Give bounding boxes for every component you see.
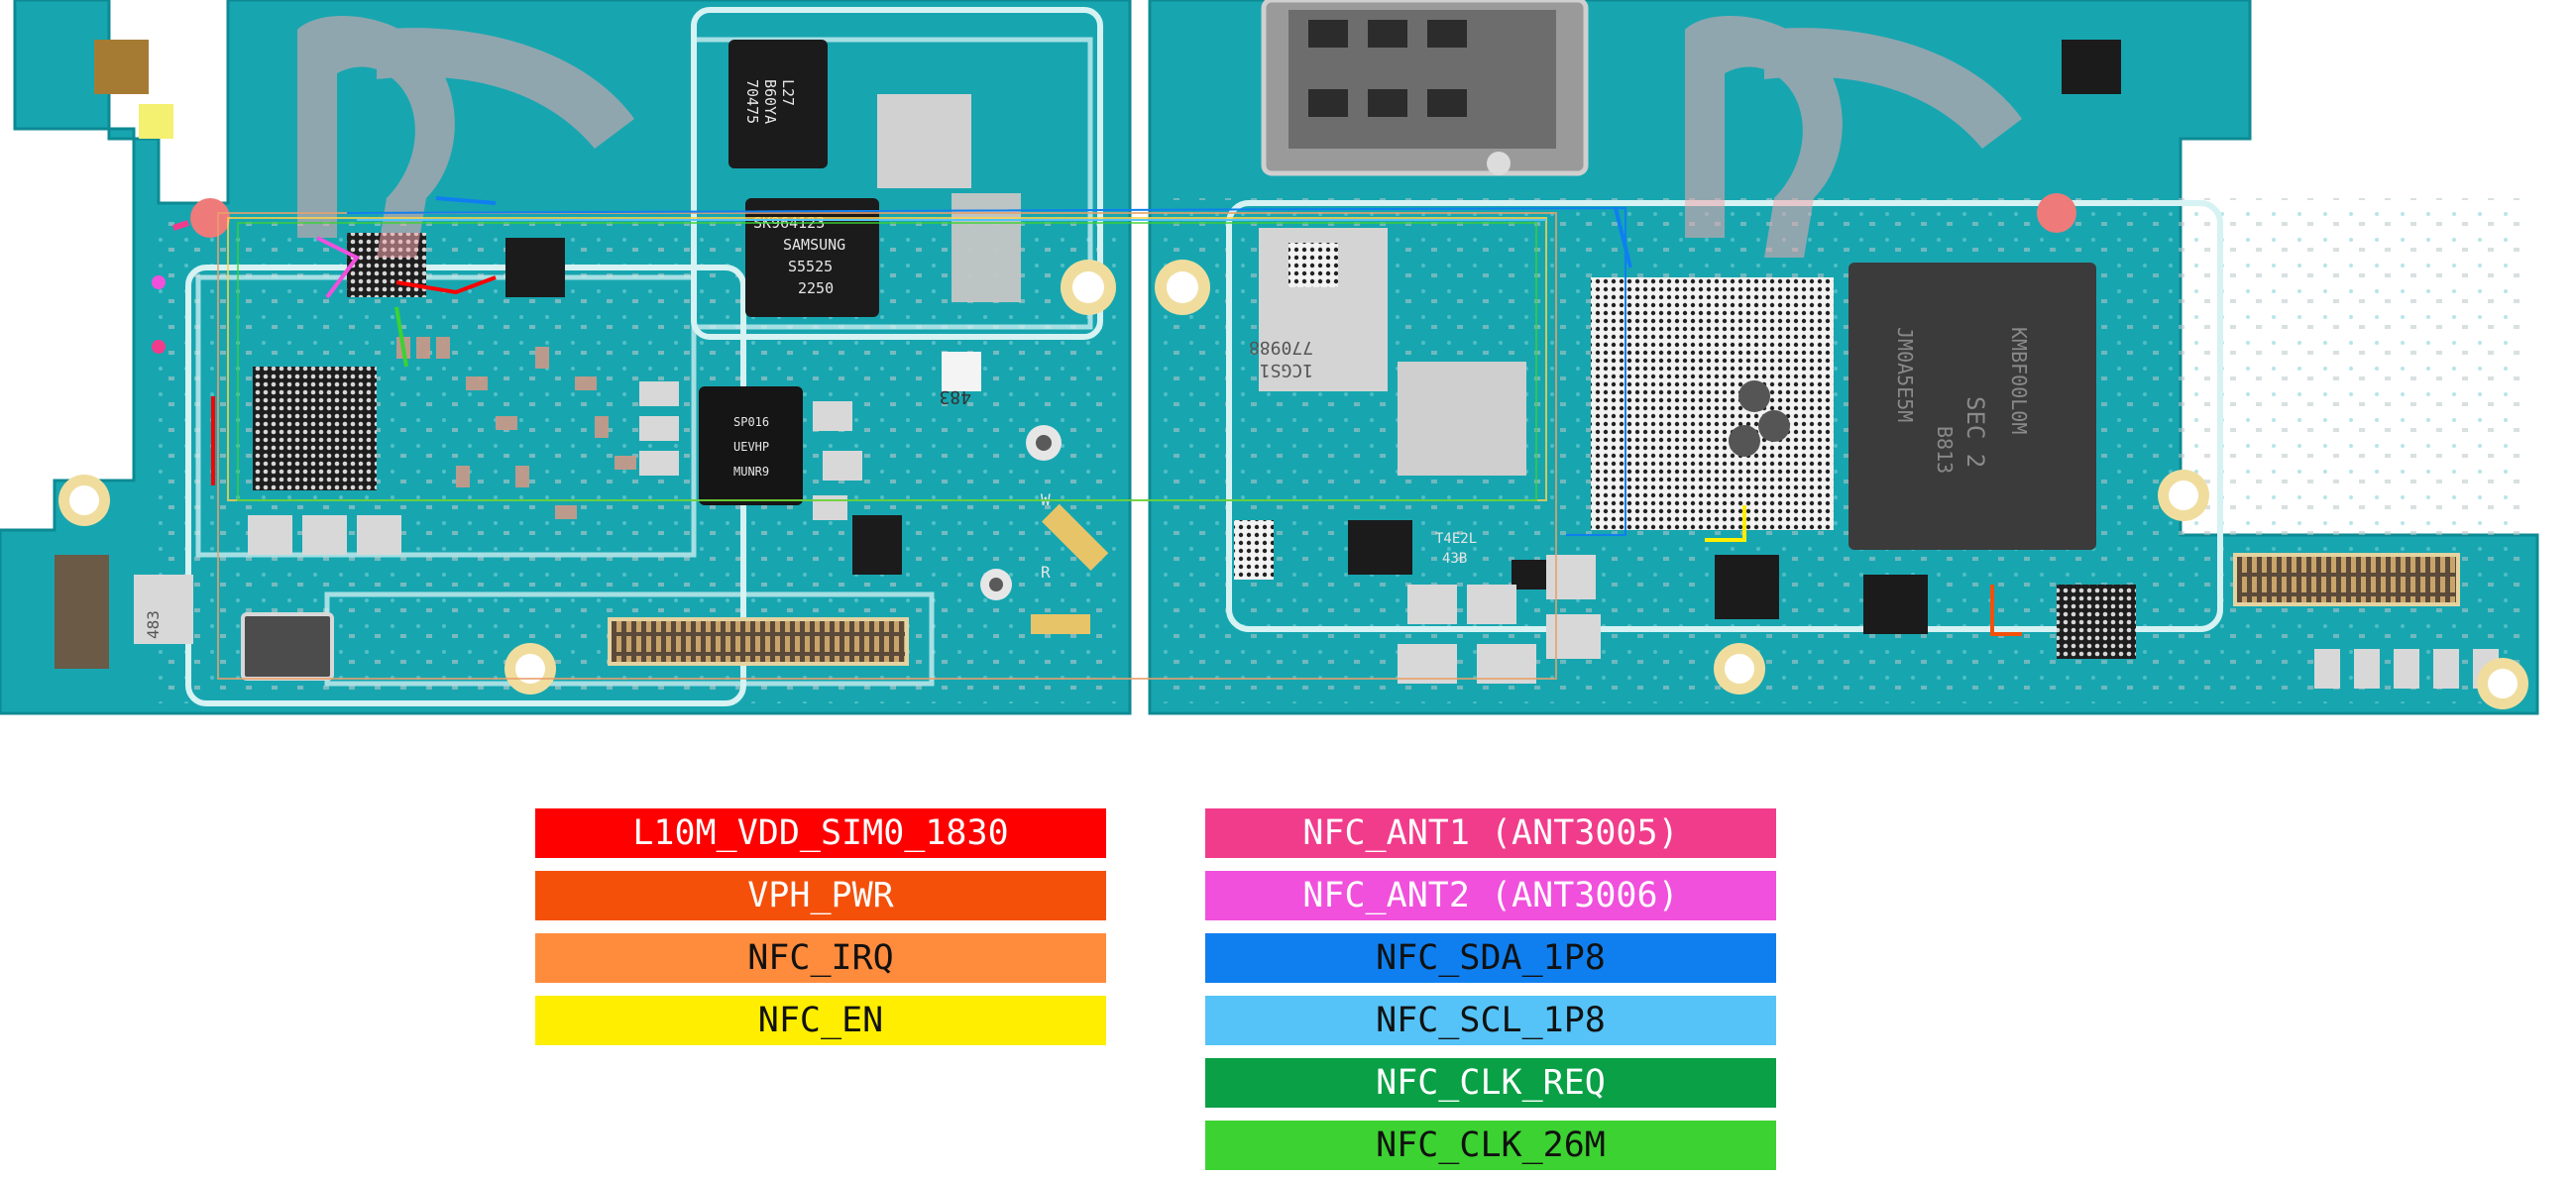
legend-item-nfc-irq: NFC_IRQ — [535, 933, 1106, 983]
legend-label: NFC_CLK_26M — [1376, 1125, 1606, 1165]
chip-label: SEC 2 — [1961, 396, 1989, 468]
chip-label: 2250 — [798, 279, 834, 297]
chip-label: L27 — [779, 79, 797, 106]
legend-item-nfc-clk-26m: NFC_CLK_26M — [1205, 1121, 1776, 1170]
legend-label: NFC_IRQ — [747, 938, 894, 978]
silk-label: R — [1041, 563, 1051, 582]
chip-label: SAMSUNG — [783, 236, 845, 254]
chip-label: 770988 — [1249, 337, 1313, 358]
legend-label: NFC_SDA_1P8 — [1376, 938, 1606, 978]
chip-label: 43B — [1442, 551, 1467, 567]
chip-label: T4E2L — [1435, 531, 1477, 547]
legend-item-l10m-vdd-sim0: L10M_VDD_SIM0_1830 — [535, 808, 1106, 858]
chip-label: B813 — [1933, 426, 1957, 474]
legend-item-nfc-scl: NFC_SCL_1P8 — [1205, 996, 1776, 1045]
legend-item-nfc-ant2: NFC_ANT2 (ANT3006) — [1205, 871, 1776, 920]
silk-label: 483 — [144, 610, 163, 639]
chip-label: 483 — [939, 386, 971, 407]
chip-label: MUNR9 — [733, 465, 769, 479]
chip-label: B60YA — [761, 79, 779, 124]
chip-label: JM0A5E5M — [1893, 327, 1917, 422]
legend-item-nfc-clk-req: NFC_CLK_REQ — [1205, 1058, 1776, 1108]
legend-label: NFC_CLK_REQ — [1376, 1063, 1606, 1103]
chip-label: 1CGS1 — [1260, 360, 1313, 380]
legend-item-nfc-sda: NFC_SDA_1P8 — [1205, 933, 1776, 983]
legend-item-nfc-ant1: NFC_ANT1 (ANT3005) — [1205, 808, 1776, 858]
right-board-connector — [2233, 553, 2460, 606]
left-board-half: L27 B60YA 70475 SK964123 SAMSUNG S5525 2… — [0, 0, 1132, 715]
signal-traces — [152, 196, 2022, 680]
left-board-connector — [608, 617, 909, 666]
legend-label: L10M_VDD_SIM0_1830 — [632, 813, 1009, 853]
chip-label: 70475 — [743, 79, 761, 124]
chip-label: SP016 — [733, 415, 769, 429]
legend-label: VPH_PWR — [747, 876, 894, 915]
legend-label: NFC_ANT1 (ANT3005) — [1302, 813, 1679, 853]
right-board-half: 770988 1CGS1 SEC 2 B813 KMBF00L0M JM0A5E… — [1148, 0, 2539, 715]
pcb-board-image: L27 B60YA 70475 SK964123 SAMSUNG S5525 2… — [0, 0, 2539, 715]
memory-chip — [1848, 263, 2096, 550]
processor-bga — [1591, 277, 1834, 530]
chip-label: KMBF00L0M — [2007, 327, 2031, 434]
left-bga-chip — [253, 367, 377, 490]
chip-label: UEVHP — [733, 440, 769, 454]
legend-label: NFC_EN — [757, 1001, 884, 1040]
legend-label: NFC_SCL_1P8 — [1376, 1001, 1606, 1040]
chip-label: S5525 — [788, 258, 833, 275]
legend-item-nfc-en: NFC_EN — [535, 996, 1106, 1045]
watermark-logo — [297, 16, 2022, 258]
legend-item-vph-pwr: VPH_PWR — [535, 871, 1106, 920]
legend-label: NFC_ANT2 (ANT3006) — [1302, 876, 1679, 915]
